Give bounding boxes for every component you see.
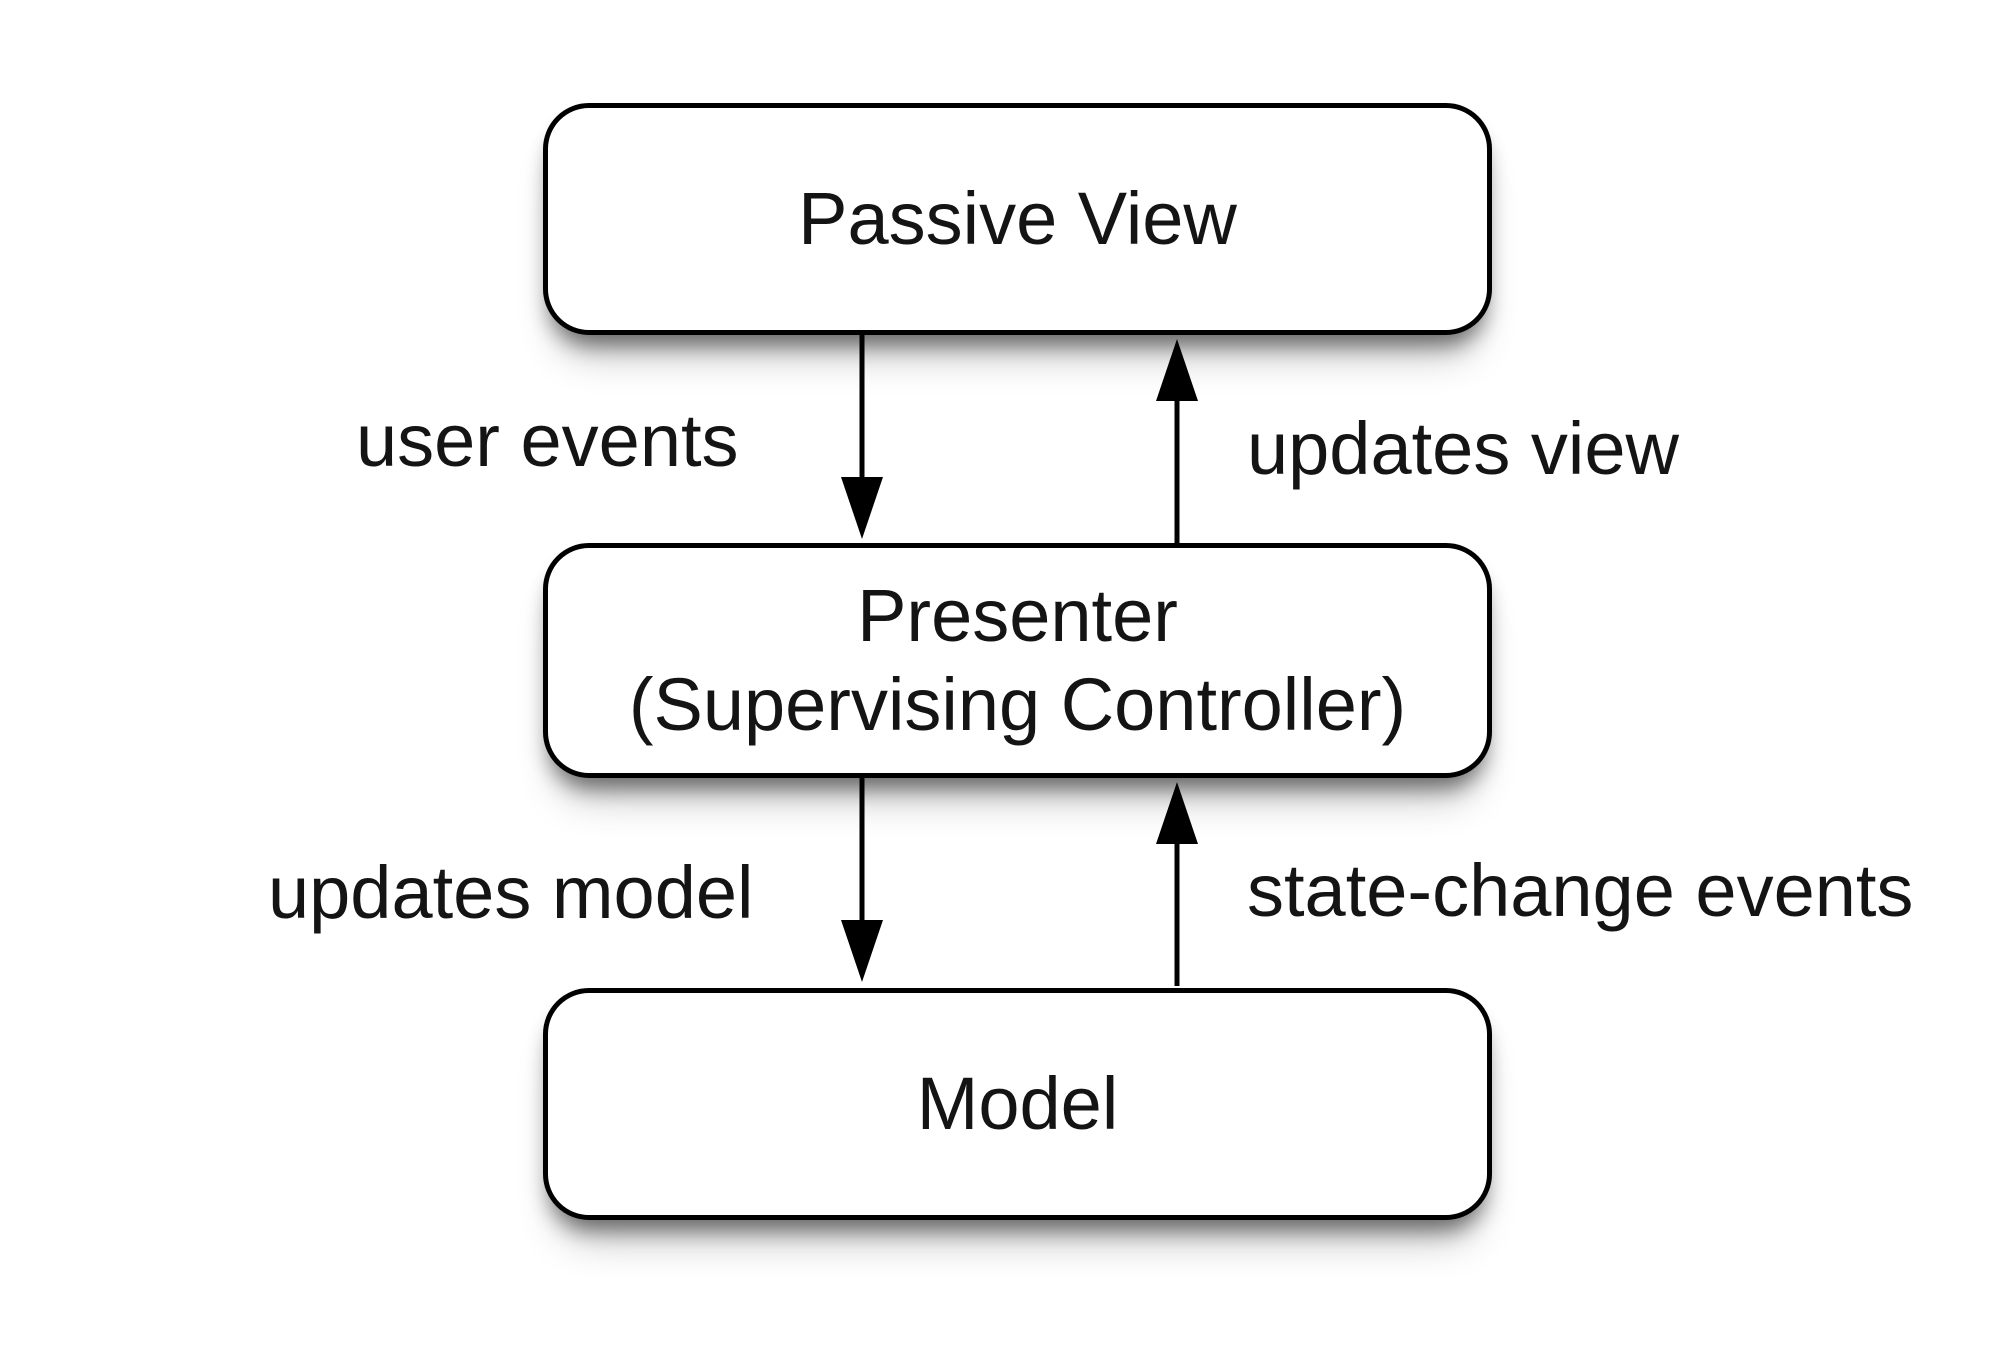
down-arrow-icon [841,335,883,539]
node-presenter-label-line2: (Supervising Controller) [628,662,1407,746]
edge-label-user-events: user events [356,399,739,482]
node-presenter-label-line1: Presenter [857,573,1178,657]
edge-label-updates-view: updates view [1247,407,1679,490]
up-arrow-icon [1156,339,1198,543]
node-presenter: Presenter (Supervising Controller) [543,543,1492,778]
node-passive-view-label: Passive View [798,176,1237,260]
down-arrow-icon [841,778,883,982]
node-model: Model [543,988,1492,1220]
edge-label-updates-model: updates model [268,851,754,934]
edge-label-state-change-events: state-change events [1247,849,1914,932]
up-arrow-icon [1156,782,1198,986]
node-model-label: Model [916,1061,1119,1145]
node-passive-view: Passive View [543,103,1492,335]
